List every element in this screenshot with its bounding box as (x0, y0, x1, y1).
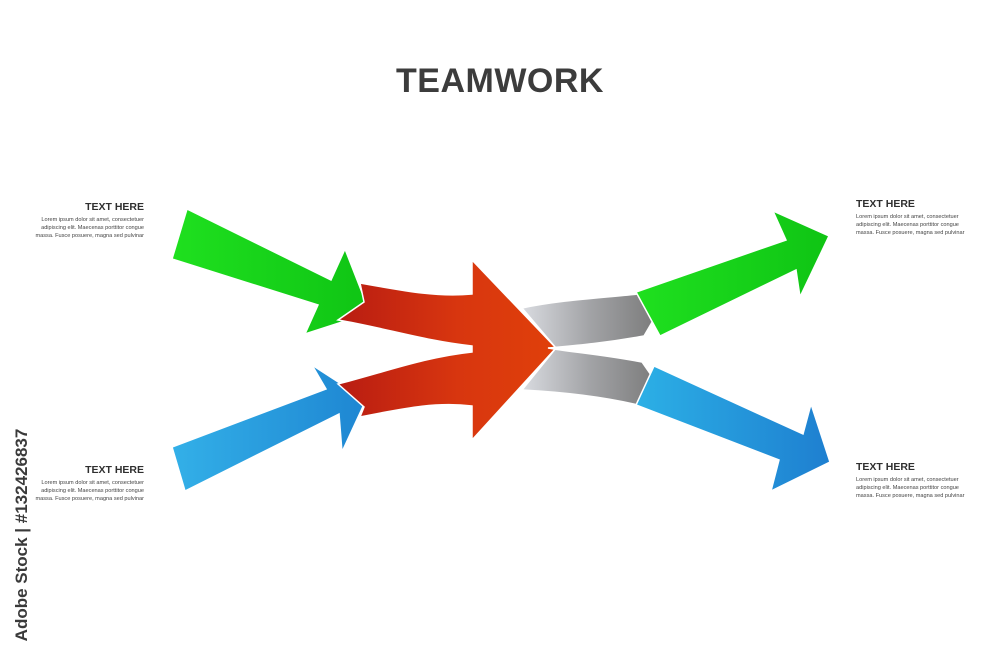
text-block-line: Lorem ipsum dolor sit amet, consectetuer (41, 480, 144, 486)
text-block-line: Lorem ipsum dolor sit amet, consectetuer (856, 214, 959, 220)
text-block-heading: TEXT HERE (85, 464, 144, 476)
text-block-heading: TEXT HERE (856, 198, 915, 210)
text-block-line: Lorem ipsum dolor sit amet, consectetuer (41, 217, 144, 223)
text-block-body: Lorem ipsum dolor sit amet, consectetuer… (856, 213, 966, 238)
text-block-top-right: TEXT HERE Lorem ipsum dolor sit amet, co… (856, 198, 966, 238)
gray-split-connector (520, 293, 659, 406)
text-block-line: Lorem ipsum dolor sit amet, consectetuer (856, 477, 959, 483)
stock-watermark: Adobe Stock | #132426837 (12, 428, 32, 642)
text-block-body: Lorem ipsum dolor sit amet, consectetuer… (856, 476, 966, 501)
text-block-line: massa. Fusce posuere, magna sed pulvinar (35, 496, 144, 503)
text-block-line: adipiscing elit. Maecenas porttitor cong… (41, 488, 144, 495)
text-block-line: massa. Fusce posuere, magna sed pulvinar (856, 493, 965, 500)
text-block-heading: TEXT HERE (85, 201, 144, 213)
text-block-bottom-left: TEXT HERE Lorem ipsum dolor sit amet, co… (34, 464, 144, 504)
diagram-title: TEAMWORK (396, 62, 604, 100)
stock-id-text: Adobe Stock | #132426837 (12, 428, 31, 642)
green-input-arrow (171, 207, 371, 336)
text-block-top-left: TEXT HERE Lorem ipsum dolor sit amet, co… (34, 201, 144, 241)
red-merge-arrow (336, 258, 558, 442)
blue-input-arrow (171, 364, 367, 493)
text-block-body: Lorem ipsum dolor sit amet, consectetuer… (34, 216, 144, 241)
text-block-line: adipiscing elit. Maecenas porttitor cong… (856, 222, 959, 229)
text-block-bottom-right: TEXT HERE Lorem ipsum dolor sit amet, co… (856, 461, 966, 501)
text-block-body: Lorem ipsum dolor sit amet, consectetuer… (34, 479, 144, 504)
text-block-line: adipiscing elit. Maecenas porttitor cong… (41, 225, 144, 232)
text-block-line: adipiscing elit. Maecenas porttitor cong… (856, 485, 959, 492)
text-block-line: massa. Fusce posuere, magna sed pulvinar (856, 230, 965, 237)
text-block-heading: TEXT HERE (856, 461, 915, 473)
green-output-arrow (634, 209, 831, 337)
text-block-line: massa. Fusce posuere, magna sed pulvinar (35, 233, 144, 240)
blue-output-arrow (634, 365, 831, 493)
